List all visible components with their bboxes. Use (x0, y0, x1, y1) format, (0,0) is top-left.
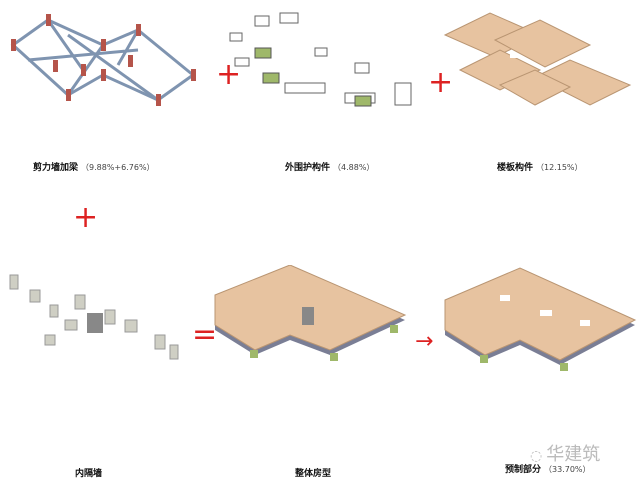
facade-components-illustration (229, 12, 412, 107)
equals-operator: = (192, 317, 218, 352)
label-prefab-part: 预制部分（33.70%） (505, 465, 591, 475)
label-partitions: 内隔墙 (75, 469, 103, 479)
prefab-part-illustration (444, 267, 637, 371)
whole-building-illustration (214, 265, 407, 361)
label-facade: 外围护构件（4.88%） (285, 163, 375, 173)
wechat-icon: ◌ (530, 448, 543, 464)
label-slabs: 楼板构件（12.15%） (497, 163, 583, 173)
watermark: ◌华建筑 (530, 444, 601, 465)
plus-operator: + (73, 200, 99, 235)
label-whole-building: 整体房型 (295, 469, 332, 479)
plus-operator: + (428, 65, 454, 100)
label-shear-walls: 剪力墙加梁（9.88%+6.76%） (33, 163, 155, 173)
interior-partition-illustration (9, 274, 179, 360)
floor-slab-illustration (443, 12, 632, 106)
arrow-operator: → (415, 329, 434, 354)
shear-wall-frame-illustration (10, 14, 196, 106)
